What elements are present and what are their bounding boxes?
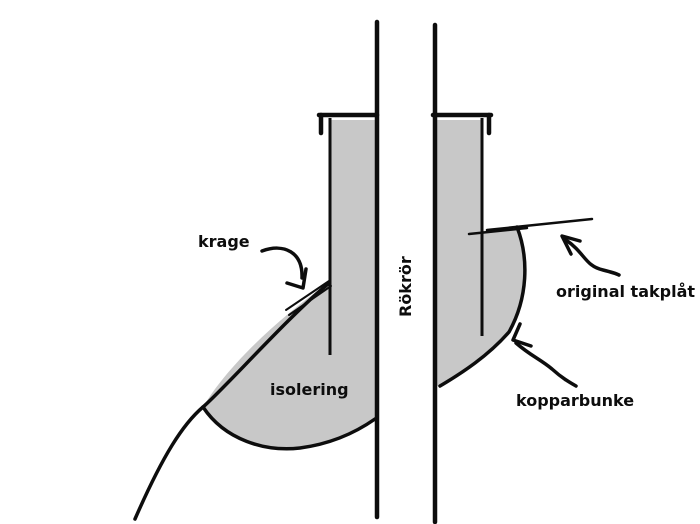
takplat-arrow-tail (564, 238, 621, 277)
roof-sheet-line-short (467, 226, 529, 236)
krage-arrow-tail (260, 246, 304, 280)
krage-arrow (260, 246, 308, 290)
collar-line-upper (285, 280, 330, 311)
insulation-bottom-curve (201, 405, 377, 451)
copper-bowl-curve (438, 225, 527, 388)
takplat-arrow (560, 234, 621, 277)
collar-line-lower (288, 285, 332, 316)
label-original-takplat: original takplåt (556, 282, 695, 301)
krage-arrowhead-icon (285, 267, 308, 290)
roof-sheet-line-long (485, 217, 594, 232)
kopparbunke-arrowhead-icon (511, 322, 533, 348)
insulation-left-fill (203, 120, 375, 449)
kopparbunke-arrow (511, 322, 578, 388)
takplat-arrowhead-icon (560, 234, 582, 256)
label-rokror: Rökrör (396, 256, 415, 317)
label-kopparbunke: kopparbunke (516, 391, 634, 410)
kopparbunke-arrow-tail (514, 341, 578, 388)
label-krage: krage (198, 232, 250, 251)
label-isolering: isolering (270, 380, 349, 399)
